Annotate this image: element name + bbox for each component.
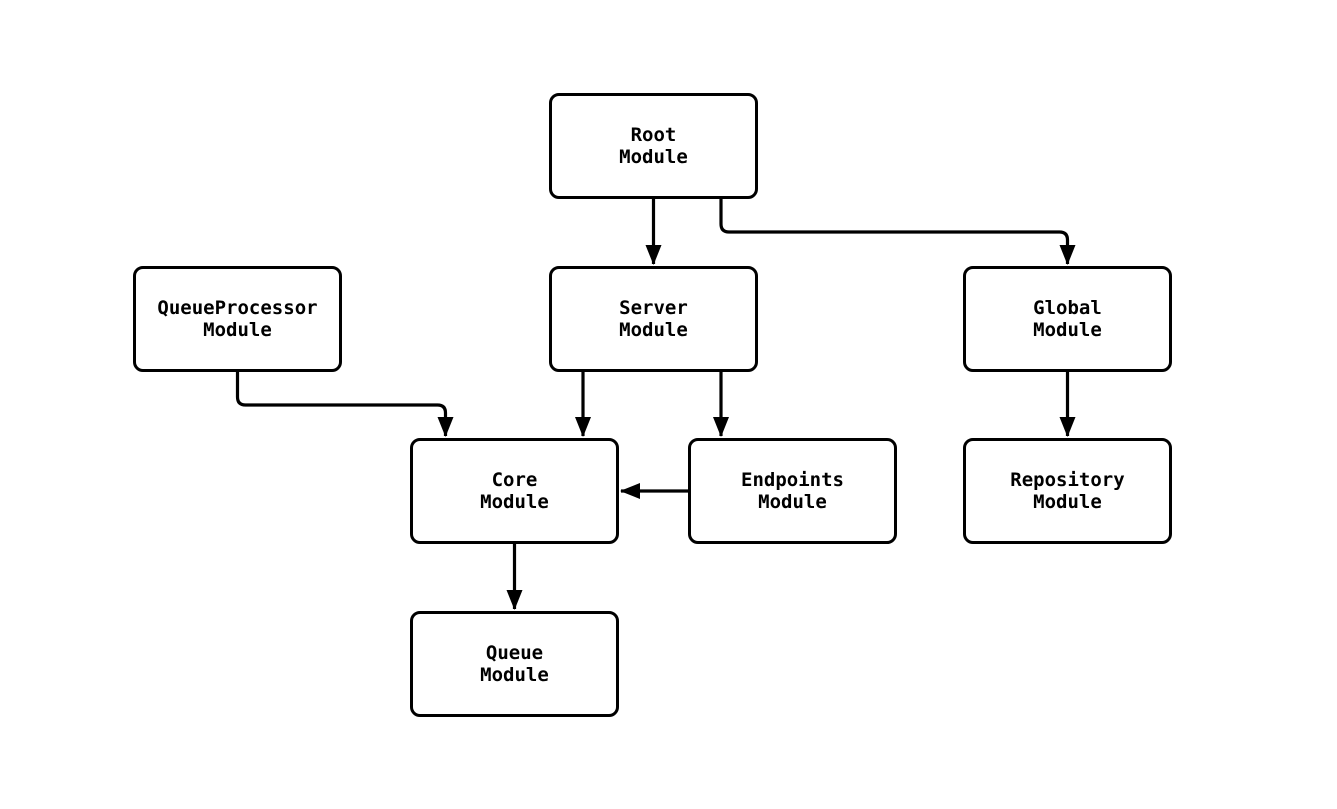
node-endpoints-module-label: Endpoints Module xyxy=(741,469,844,513)
node-core-module-label: Core Module xyxy=(480,469,549,513)
edge-queueprocessor-to-core xyxy=(235,372,454,437)
node-queue-module-label: Queue Module xyxy=(480,642,549,686)
node-root-module-label: Root Module xyxy=(619,124,688,168)
node-repository-module-label: Repository Module xyxy=(1010,469,1125,513)
node-core-module: Core Module xyxy=(410,438,619,544)
node-endpoints-module: Endpoints Module xyxy=(688,438,897,544)
node-queue-module: Queue Module xyxy=(410,611,619,717)
node-global-module-label: Global Module xyxy=(1033,297,1102,341)
node-root-module: Root Module xyxy=(549,93,758,199)
node-queueprocessor-module: QueueProcessor Module xyxy=(133,266,342,372)
node-queueprocessor-module-label: QueueProcessor Module xyxy=(157,297,318,341)
node-server-module: Server Module xyxy=(549,266,758,372)
node-global-module: Global Module xyxy=(963,266,1172,372)
node-repository-module: Repository Module xyxy=(963,438,1172,544)
node-server-module-label: Server Module xyxy=(619,297,688,341)
edge-root-to-global xyxy=(719,199,1076,265)
